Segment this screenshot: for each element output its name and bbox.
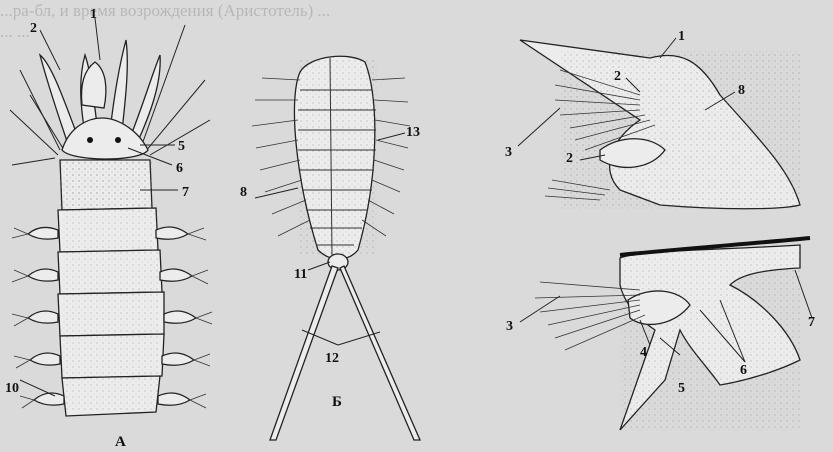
label-b-8: 8 <box>240 185 247 200</box>
label-a-7: 7 <box>182 185 189 200</box>
label-d-5: 5 <box>678 381 685 396</box>
figure-a-worm <box>10 18 212 416</box>
label-b-11: 11 <box>294 267 307 282</box>
figure-letter-b: Б <box>332 394 342 410</box>
label-a-10: 10 <box>5 381 19 396</box>
label-d-6: 6 <box>740 363 747 378</box>
label-c-1: 1 <box>678 29 685 44</box>
worm-segments <box>58 160 164 416</box>
label-b-13: 13 <box>406 125 420 140</box>
label-d-3: 3 <box>506 319 513 334</box>
label-a-1: 1 <box>90 7 97 22</box>
label-a-2: 2 <box>30 21 37 36</box>
label-a-6: 6 <box>176 161 183 176</box>
label-d-7: 7 <box>808 315 815 330</box>
figure-parapodium-top <box>518 38 800 210</box>
label-d-4: 4 <box>640 345 647 360</box>
label-c-2-top: 2 <box>614 69 621 84</box>
figure-b-larva <box>252 56 420 440</box>
worm-parapodia-right <box>156 227 212 408</box>
figure-letter-a: А <box>115 434 126 450</box>
label-c-8: 8 <box>738 83 745 98</box>
label-c-2-bottom: 2 <box>566 151 573 166</box>
worm-parapodia-left <box>12 227 64 408</box>
label-c-3: 3 <box>505 145 512 160</box>
figure-parapodium-bottom <box>520 238 812 430</box>
label-b-12: 12 <box>325 351 339 366</box>
label-a-5: 5 <box>178 139 185 154</box>
